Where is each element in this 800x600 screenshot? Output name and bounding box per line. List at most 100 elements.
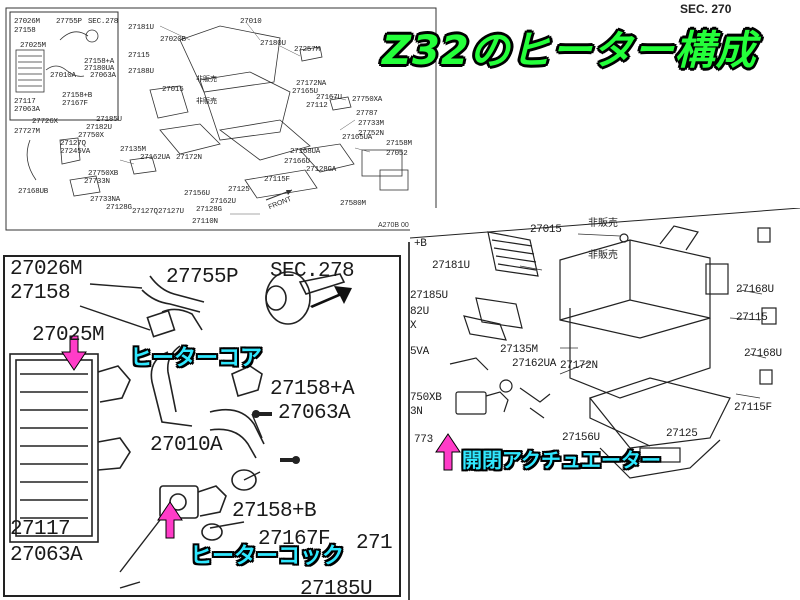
part-number: 27110N — [192, 218, 218, 226]
part-number: 27733NA — [90, 196, 121, 204]
inset-heater-core — [15, 29, 99, 93]
part-number: 27156U — [562, 432, 600, 444]
actuator-zoom: 27015 非販売 非販売 27181U 27185U 82U X 5VA 27… — [410, 208, 800, 600]
part-number: 27182U — [86, 124, 112, 132]
part-number: 27128G — [196, 206, 222, 214]
part-number: 27112 — [306, 102, 328, 110]
part-number: 27158+A — [270, 378, 355, 401]
actuator-drawing — [449, 357, 551, 419]
leader-lines — [119, 21, 371, 215]
part-number: 27117 — [10, 518, 71, 541]
part-number: 27128GA — [306, 166, 337, 174]
part-number: 27025M — [32, 324, 105, 347]
part-number: 27117 — [14, 98, 36, 106]
full-exploded-diagram: SEC. 270 A270B 00 FRONT 27026M 27755P SE… — [0, 0, 800, 232]
part-number: 27755P — [166, 266, 239, 289]
part-number: 27167F — [62, 100, 88, 108]
part-number: 27726X — [32, 118, 58, 126]
filter-panel — [487, 231, 539, 277]
part-number: 27752N — [358, 130, 384, 138]
part-number: 27168UA — [290, 148, 321, 156]
part-number: 27128G — [106, 204, 132, 212]
heater-cock-arrow — [157, 501, 183, 539]
part-number: 27158 — [14, 27, 36, 35]
part-number: 27015 — [162, 86, 184, 94]
part-number: 27188U — [128, 68, 154, 76]
part-number: 27180UA — [84, 65, 115, 73]
part-number: 27750XA — [352, 96, 383, 104]
part-number: 27750X — [78, 132, 104, 140]
clip-a — [231, 365, 263, 398]
part-number: 27063A — [14, 106, 40, 114]
part-number: 27158+A — [84, 58, 115, 66]
part-number: 27026M — [10, 258, 83, 281]
part-number: 27167F — [258, 528, 331, 551]
part-number: 27165UA — [342, 134, 373, 142]
part-number: 27156U — [184, 190, 210, 198]
actuator-lines — [410, 208, 800, 600]
bolts — [252, 410, 300, 464]
part-number: 27115 — [736, 312, 768, 324]
actuator-callout: 開閉アクチュエーター — [462, 448, 661, 472]
heater-case — [559, 225, 731, 479]
heater-core-drawing — [9, 353, 131, 543]
heater-core-callout: ヒーターコア — [130, 346, 263, 371]
part-number: 27257M — [294, 46, 320, 54]
callout-arrows — [61, 335, 183, 539]
heater-cock-drawing — [159, 469, 257, 541]
part-number: X — [410, 320, 417, 332]
part-number: 27185U — [96, 116, 122, 124]
leader-lines — [519, 233, 767, 399]
not-for-sale-label: 非販売 — [588, 250, 618, 261]
part-number: 3N — [410, 406, 423, 418]
part-number: 27135M — [120, 146, 146, 154]
part-number: 27125 — [228, 186, 250, 194]
part-number: 27020B — [160, 36, 186, 44]
inset-box — [9, 11, 119, 121]
part-number: 27162UA — [140, 154, 171, 162]
page-title: Z32のヒーター構成 — [382, 28, 757, 74]
part-number: 27052 — [386, 150, 408, 158]
part-number: 27015 — [530, 224, 562, 236]
part-number: 773 — [414, 434, 433, 446]
part-number: 27185U — [410, 290, 448, 302]
zoom-frame — [3, 255, 401, 597]
part-number: 27172NA — [296, 80, 327, 88]
part-number: 27158M — [386, 140, 412, 148]
part-number: 27127Q — [60, 140, 86, 148]
part-number: 27165U — [292, 88, 318, 96]
part-number: +B — [414, 238, 427, 250]
part-number: 27115F — [734, 402, 772, 414]
leader-lines — [79, 283, 263, 589]
heater-core-arrow — [61, 335, 87, 371]
heater-core-zoom: 27026M 27755P SEC.278 27158 27025M 27158… — [0, 242, 411, 600]
part-number: 27010A — [150, 434, 223, 457]
part-number: 27010 — [240, 18, 262, 26]
full-diagram-lines — [5, 7, 437, 231]
small-hardware — [619, 227, 777, 385]
part-number: 750XB — [410, 392, 442, 404]
part-number: 27026M — [14, 18, 40, 26]
part-number: 27125 — [666, 428, 698, 440]
part-number: 27162UA — [512, 358, 557, 370]
actuator-arrow — [435, 433, 461, 471]
part-number: 27135M — [500, 344, 538, 356]
sec278-fitting — [146, 271, 346, 338]
part-number: 27181U — [128, 24, 154, 32]
main-unit-shapes — [26, 25, 409, 199]
heater-core-lines — [3, 255, 401, 597]
part-number: 27245VA — [60, 148, 91, 156]
not-for-sale-label: 非販売 — [588, 218, 618, 229]
part-number: 27172N — [560, 360, 598, 372]
scan-edge — [410, 208, 800, 239]
section-label: SEC. 270 — [680, 2, 732, 16]
part-number: 27181U — [432, 260, 470, 272]
part-number: 27580M — [340, 200, 366, 208]
part-number: 27167U — [316, 94, 342, 102]
part-number: 27172N — [176, 154, 202, 162]
part-number: 27025M — [20, 42, 46, 50]
front-arrowhead — [286, 190, 292, 195]
figure-code: A270B 00 — [378, 222, 409, 229]
part-number: 27168UB — [18, 188, 49, 196]
diagram-frame — [5, 7, 437, 231]
